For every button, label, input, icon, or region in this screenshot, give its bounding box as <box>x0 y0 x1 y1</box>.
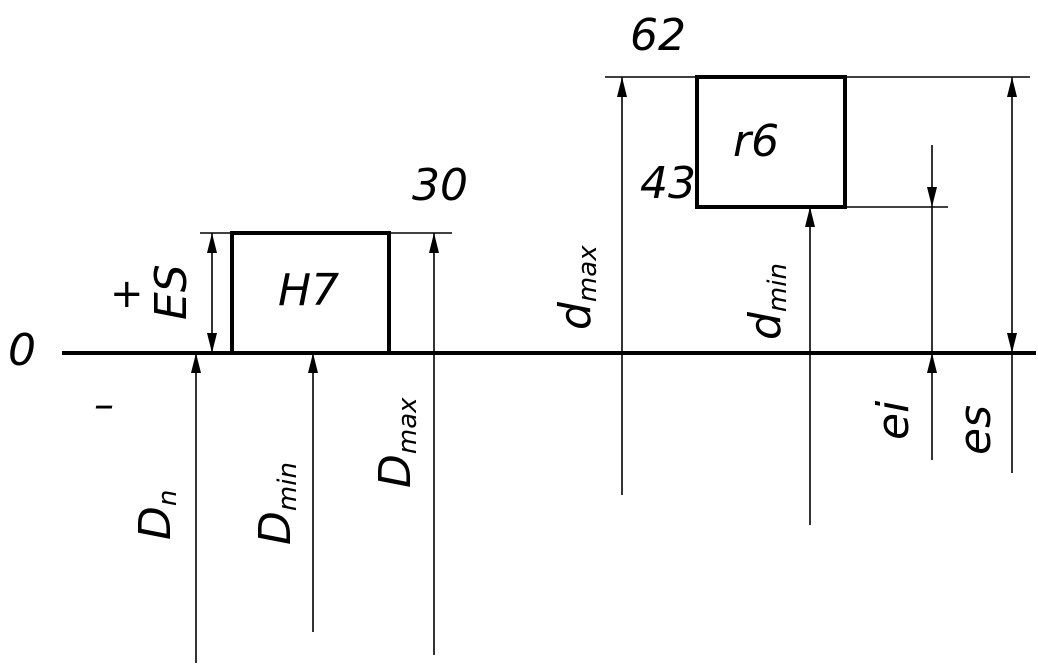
shaft-field-label: r6 <box>733 116 779 167</box>
hole-field-label: H7 <box>278 265 339 316</box>
dmax-hole-label: Dmax <box>370 397 423 488</box>
dmax-shaft-arrow <box>617 77 627 97</box>
es-shaft-arrow-bottom <box>1007 333 1017 353</box>
minus-sign: – <box>94 382 114 428</box>
dmin-hole-arrow <box>308 353 318 373</box>
dmin-shaft-arrow <box>805 207 815 227</box>
dn-label: Dn <box>130 490 183 540</box>
hole-tolerance-box <box>230 231 391 355</box>
zero-label: 0 <box>8 325 36 376</box>
ei-label: ei <box>868 400 919 440</box>
es-shaft-arrow-top <box>1007 77 1017 97</box>
dmax-shaft-label: dmax <box>550 245 603 330</box>
es-arrow-top <box>207 233 217 253</box>
dmax-hole-arrow <box>429 233 439 253</box>
ei-arrow-bottom <box>927 353 937 373</box>
shaft-tolerance-box <box>695 75 847 209</box>
ei-arrow-top <box>927 187 937 207</box>
es-arrow-bottom <box>207 333 217 353</box>
es-shaft-label: es <box>950 405 1001 455</box>
dn-arrow <box>191 353 201 373</box>
es-hole-label: ES <box>146 264 197 320</box>
dmin-shaft-label: dmin <box>740 263 793 340</box>
shaft-lower-value: 43 <box>640 158 696 209</box>
dmin-hole-label: Dmin <box>250 462 303 545</box>
plus-sign: + <box>110 271 144 317</box>
hole-upper-value: 30 <box>412 160 468 211</box>
shaft-upper-value: 62 <box>630 10 686 61</box>
